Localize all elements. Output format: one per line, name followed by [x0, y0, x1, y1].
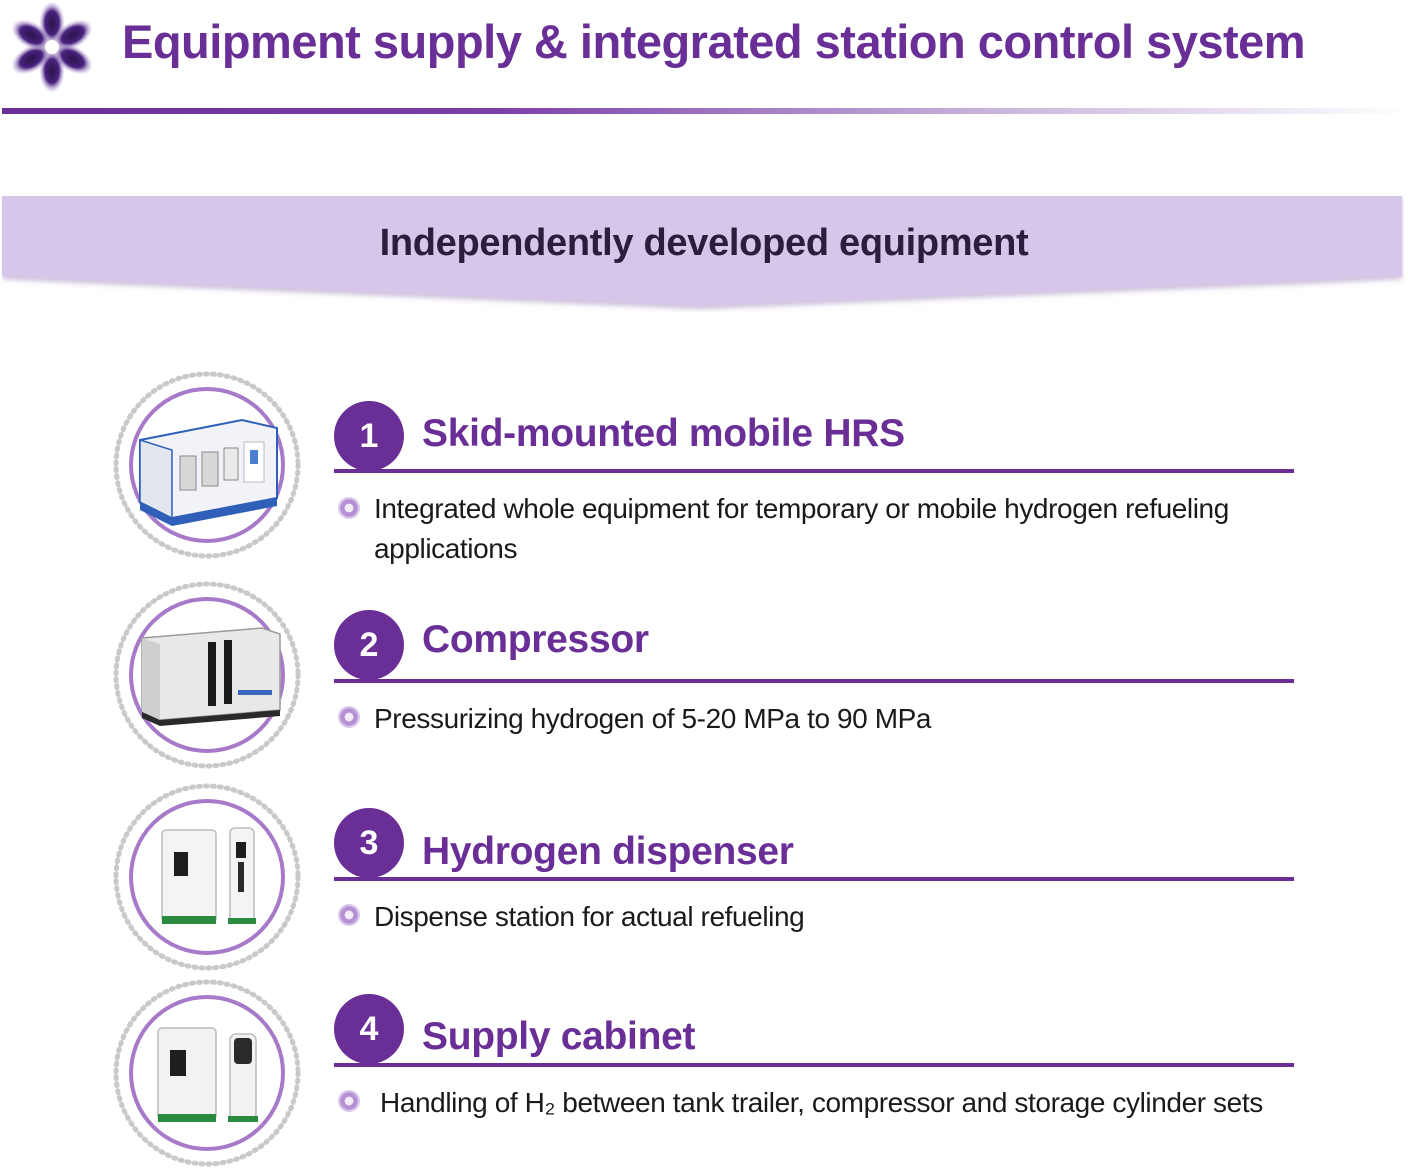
page-title: Equipment supply & integrated station co…	[122, 15, 1306, 68]
item-title: Supply cabinet	[422, 1015, 696, 1058]
bullet-icon	[338, 904, 360, 926]
flower-logo-icon	[11, 1, 93, 93]
item-description: Pressurizing hydrogen of 5-20 MPa to 90 …	[374, 703, 932, 734]
item-number-badge: 3	[334, 808, 404, 878]
bullet-icon	[338, 706, 360, 728]
item-title: Hydrogen dispenser	[422, 830, 794, 873]
title-divider	[2, 108, 1408, 114]
banner-title: Independently developed equipment	[379, 222, 1029, 264]
item-number-badge: 4	[334, 994, 404, 1064]
item-title: Skid-mounted mobile HRS	[422, 412, 905, 455]
item-title: Compressor	[422, 618, 649, 661]
section-banner	[2, 196, 1402, 306]
thumb-frame	[112, 580, 302, 770]
supply-cabinet-icon	[113, 979, 301, 1167]
bullet-icon	[338, 497, 360, 519]
skid-mounted-hrs-icon	[113, 371, 301, 559]
item-divider	[334, 1063, 1294, 1067]
item-number-badge: 2	[334, 610, 404, 680]
item-divider	[334, 877, 1294, 881]
thumb-frame	[112, 370, 302, 560]
thumb-frame	[112, 978, 302, 1168]
item-divider	[334, 679, 1294, 683]
thumb-frame	[112, 782, 302, 972]
item-description: Dispense station for actual refueling	[374, 901, 805, 932]
bullet-icon	[338, 1090, 360, 1112]
compressor-container-icon	[113, 581, 301, 769]
item-description: Integrated whole equipment for temporary…	[374, 493, 1229, 564]
page-header: Equipment supply & integrated station co…	[0, 0, 1408, 120]
item-description: Handling of H₂ between tank trailer, com…	[380, 1087, 1263, 1118]
item-divider	[334, 469, 1294, 473]
hydrogen-dispenser-icon	[113, 783, 301, 971]
item-number-badge: 1	[334, 401, 404, 471]
